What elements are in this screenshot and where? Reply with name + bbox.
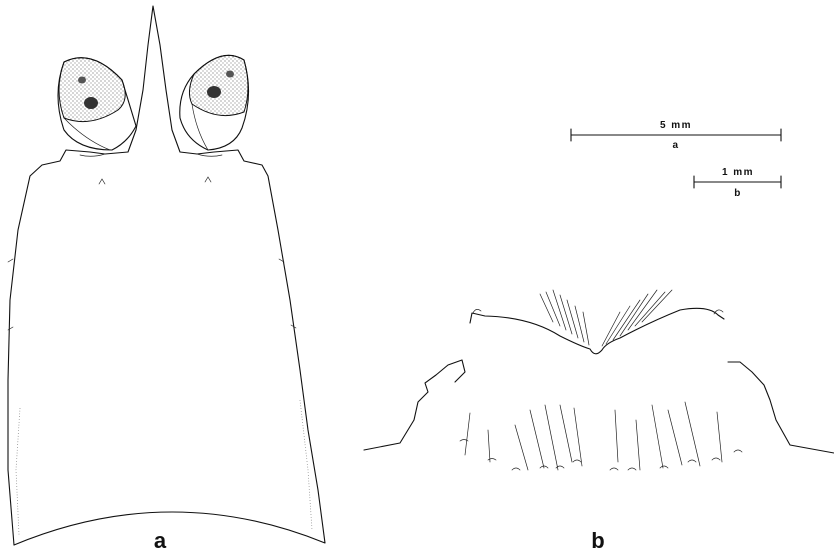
margin-stipple-right <box>299 399 313 531</box>
scale-bar-b: 1 mm b <box>693 167 782 199</box>
lower-margin-right <box>727 361 834 454</box>
lower-margin-left <box>363 359 466 451</box>
scale-bar-b-panel-label: b <box>734 188 742 199</box>
scale-bar-a: 5 mm a <box>570 120 782 151</box>
eye-right <box>179 54 250 151</box>
lateral-notch-left-1 <box>7 258 14 263</box>
spine-right-mark <box>204 176 212 183</box>
upper-margin <box>469 307 725 355</box>
panel-label-b: b <box>591 528 604 553</box>
detail-drawing <box>363 289 834 471</box>
lateral-notch-left-2 <box>7 326 14 331</box>
upper-notch-right <box>713 309 724 315</box>
scale-bar-a-length-label: 5 mm <box>660 120 692 131</box>
upper-notch-left <box>472 309 482 314</box>
scale-bar-b-length-label: 1 mm <box>722 167 754 178</box>
lateral-notch-right-2 <box>290 324 297 329</box>
panel-label-a: a <box>154 528 167 553</box>
eye-left <box>57 57 137 151</box>
lateral-notch-right-1 <box>278 258 285 263</box>
upper-setae <box>539 289 673 347</box>
carapace-outline <box>7 5 326 546</box>
margin-stipple-left <box>15 407 21 536</box>
orbit-right <box>196 153 223 157</box>
carapace-drawing <box>7 5 326 546</box>
lower-hooks <box>459 439 743 471</box>
spine-left-mark <box>98 178 106 185</box>
orbit-left <box>79 153 106 157</box>
lower-setae <box>464 401 723 471</box>
scale-bar-a-panel-label: a <box>672 140 679 151</box>
